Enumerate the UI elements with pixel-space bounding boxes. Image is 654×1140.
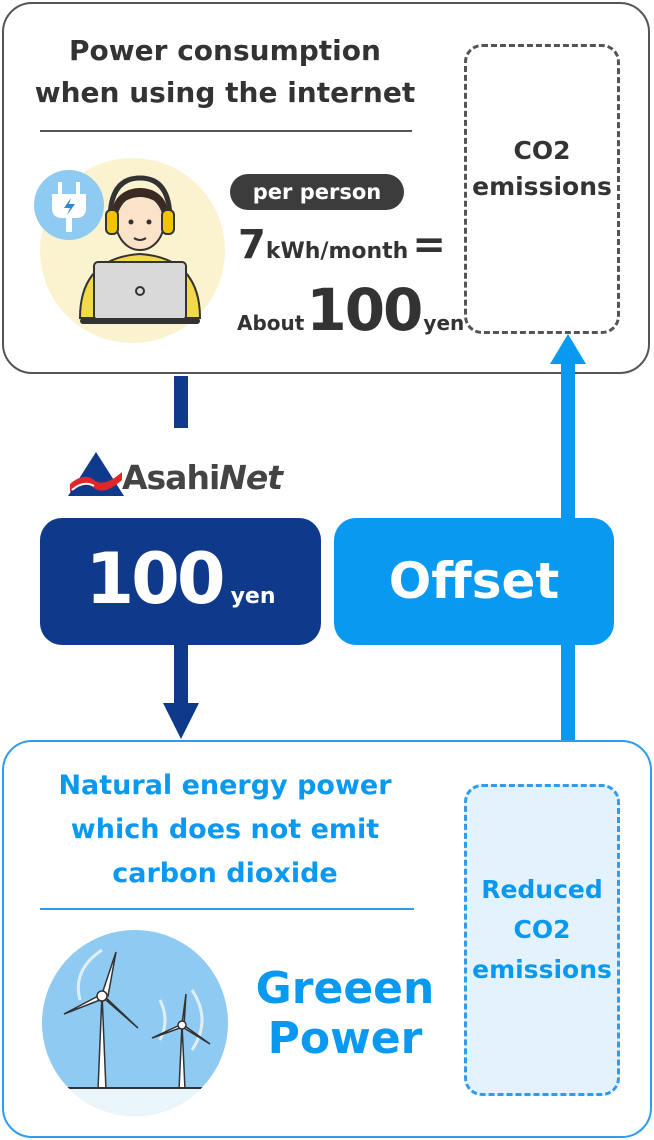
arrow-up-icon [550, 334, 586, 364]
offset-line-upper [561, 360, 575, 520]
logo-name-part2: Net [219, 458, 283, 497]
arrow-down-icon [163, 703, 199, 739]
equals-sign: = [412, 222, 446, 268]
co2-emissions-label: CO2 emissions [472, 136, 612, 201]
payment-unit: yen [230, 584, 276, 609]
kwh-unit: kWh/month [265, 239, 409, 264]
flow-line-bottom [174, 645, 188, 705]
green-power-divider [40, 908, 414, 910]
kwh-statement: 7kWh/month= [238, 222, 446, 268]
logo-name-part1: Asahi [122, 458, 220, 497]
consumption-divider [40, 130, 412, 132]
about-label: About [237, 311, 305, 335]
reduced-co2-label: Reduced CO2 emissions [472, 875, 612, 984]
yen-unit: yen [423, 311, 465, 335]
kwh-value: 7 [238, 222, 266, 268]
plug-icon [34, 170, 104, 240]
consumption-title: Power consumption when using the interne… [34, 34, 416, 109]
yen-value: 100 [306, 276, 423, 344]
reduced-co2-box: Reduced CO2 emissions [464, 784, 620, 1096]
green-power-title: Natural energy power which does not emit… [58, 770, 392, 889]
offset-box: Offset [334, 518, 614, 645]
per-person-badge: per person [230, 174, 404, 210]
payment-value: 100 [85, 538, 225, 620]
wind-turbine-icon [42, 930, 228, 1116]
co2-emissions-box: CO2 emissions [464, 44, 620, 334]
flow-line-top [174, 376, 188, 428]
asahinet-logo-icon [66, 450, 306, 500]
asahinet-logo-text: AsahiNet [122, 458, 283, 497]
green-power-label: Greeen Power [255, 963, 435, 1064]
